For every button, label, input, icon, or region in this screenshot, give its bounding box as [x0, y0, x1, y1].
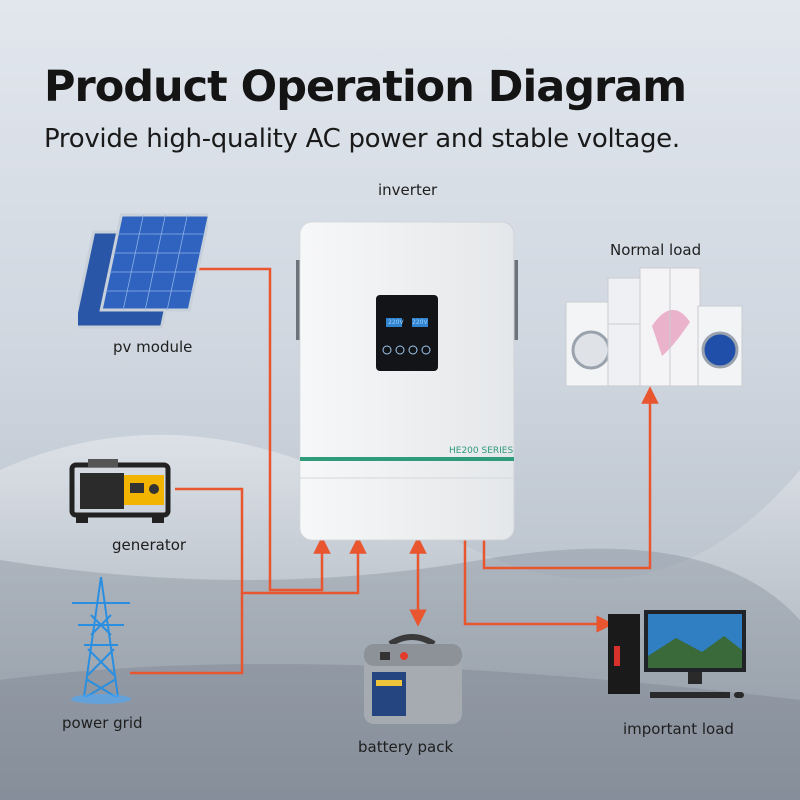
power-tower-icon	[64, 575, 138, 705]
page-subtitle: Provide high-quality AC power and stable…	[44, 124, 680, 154]
normal-load-label: Normal load	[610, 241, 702, 259]
appliances-icon	[562, 266, 746, 390]
pv-module-label: pv module	[113, 338, 193, 356]
generator-label: generator	[112, 536, 187, 554]
generator-icon	[68, 455, 174, 525]
inverter-unit	[296, 220, 518, 545]
inverter-series-label: HE200 SERIES	[449, 446, 514, 456]
power-grid-label: power grid	[62, 714, 143, 732]
computer-icon	[606, 606, 750, 706]
important-load-connection-line	[463, 540, 614, 633]
battery-pack-label: battery pack	[358, 738, 454, 756]
inverter-display-left: 220V	[388, 319, 404, 326]
inverter-display-right: 220V	[412, 319, 428, 326]
normal-load-connection-line	[482, 386, 659, 570]
important-load-label: important load	[623, 720, 734, 738]
battery-pack-icon	[360, 632, 470, 730]
inverter-label: inverter	[378, 181, 438, 199]
grid-connection-line	[130, 593, 244, 675]
page-title: Product Operation Diagram	[44, 62, 687, 112]
pv-connection-line	[190, 267, 331, 592]
solar-panel-icon	[78, 212, 208, 332]
